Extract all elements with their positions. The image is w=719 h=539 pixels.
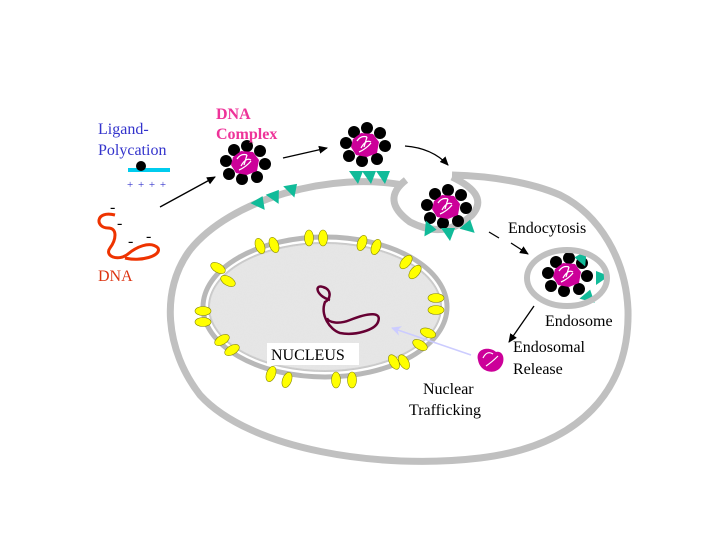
label-dna-complex-1: DNA: [216, 106, 251, 123]
label-dna: DNA: [98, 268, 133, 285]
svg-text:-: -: [110, 199, 115, 216]
label-ligand-polycation-2: Polycation: [98, 142, 166, 159]
label-dna-complex-2: Complex: [216, 126, 277, 143]
ligand-polycation-symbol: [128, 161, 170, 172]
dna-complex-free: [219, 139, 272, 186]
dna-complex-approach: [339, 121, 392, 168]
label-endosomal-release-1: Endosomal: [513, 339, 586, 356]
svg-text:-: -: [117, 215, 122, 232]
svg-text:-: -: [146, 228, 151, 245]
label-polycation-charges: + + + +: [127, 179, 167, 191]
label-nucleus: NUCLEUS: [271, 347, 345, 364]
dna-charges: - - - -: [110, 199, 151, 250]
label-endocytosis: Endocytosis: [508, 220, 586, 237]
label-endosomal-release-2: Release: [513, 361, 563, 378]
label-ligand-polycation-1: Ligand-: [98, 121, 149, 138]
endosome-vesicle: [524, 247, 610, 309]
svg-text:-: -: [128, 233, 133, 250]
label-nuclear-trafficking-1: Nuclear: [423, 381, 474, 398]
label-endosome: Endosome: [545, 313, 613, 330]
dna-strand: [97, 212, 160, 261]
label-nuclear-trafficking-2: Trafficking: [409, 402, 481, 419]
released-dna: [477, 348, 504, 372]
pathway-arrows: [159, 145, 535, 356]
nuclear-dna: [316, 285, 380, 335]
